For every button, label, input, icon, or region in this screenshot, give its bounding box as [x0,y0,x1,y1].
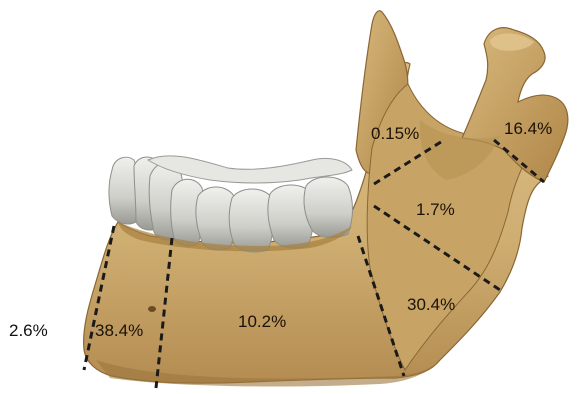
label-coronoid: 0.15% [371,125,419,142]
tooth-molar-1 [229,189,274,252]
label-condyle: 16.4% [504,120,552,137]
mental-foramen [148,306,156,312]
label-ramus: 1.7% [416,201,455,218]
tooth-molar-3 [304,177,353,237]
label-symphysis-outer: 2.6% [9,322,48,339]
label-body: 10.2% [238,313,286,330]
label-parasymphysis: 38.4% [95,322,143,339]
label-angle: 30.4% [407,296,455,313]
